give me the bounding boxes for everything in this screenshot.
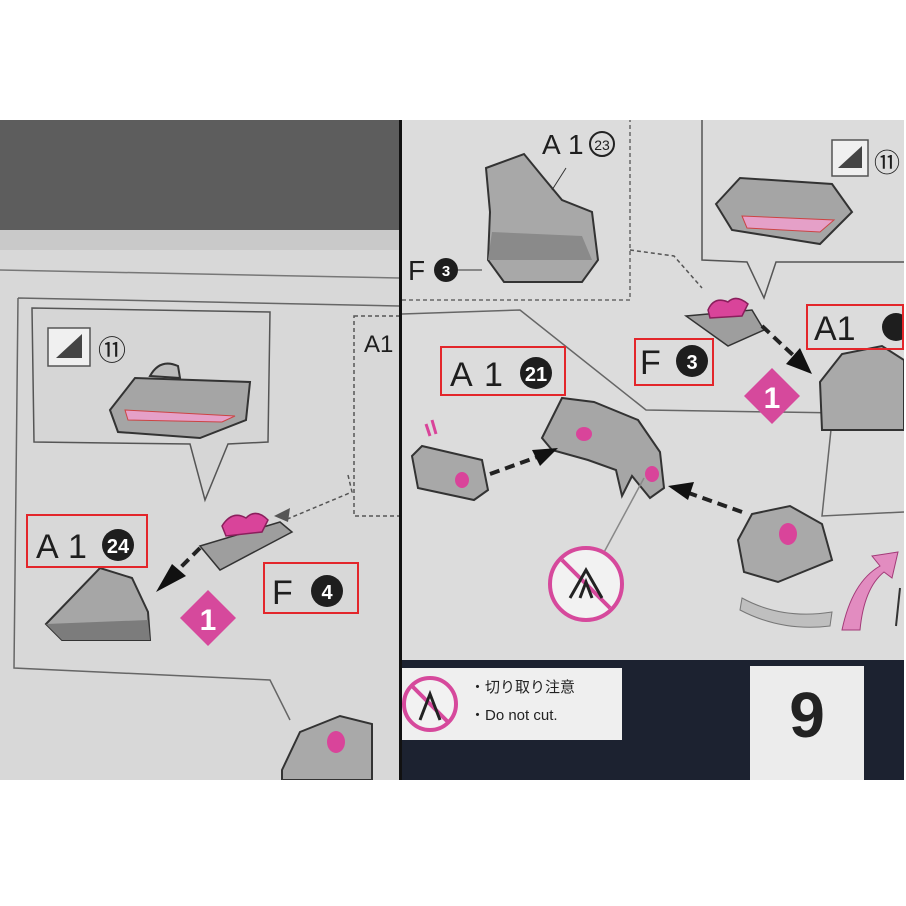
small-part-left — [410, 419, 490, 502]
svg-text:3: 3 — [442, 263, 450, 280]
callout-part-right: ⑪ — [714, 139, 900, 246]
warning-en: ・Do not cut. — [470, 707, 558, 724]
step-diamond-right: 1 — [744, 368, 800, 424]
label-f4: F 4 — [272, 574, 343, 612]
svg-text:F: F — [272, 574, 293, 612]
label-f3-small: F 3 — [408, 255, 458, 286]
right-instruction-panel: A 1 23 F 3 ⑪ 1 — [402, 120, 904, 780]
label-a1-21: A 1 21 — [450, 356, 552, 394]
svg-text:3: 3 — [686, 352, 697, 374]
warning-jp: ・切り取り注意 — [470, 679, 576, 696]
svg-text:24: 24 — [107, 536, 130, 558]
top-part-a1-23 — [454, 152, 600, 283]
label-a1-right: A1 — [814, 310, 856, 348]
svg-text:4: 4 — [321, 582, 333, 604]
pink-part-f4 — [198, 512, 294, 571]
gray-part-a1-24 — [44, 566, 152, 641]
svg-text:A: A — [36, 528, 59, 566]
svg-text:1: 1 — [200, 604, 217, 637]
pink-part-f3 — [683, 297, 766, 347]
bottom-part — [281, 714, 373, 780]
label-f3: F 3 — [640, 344, 708, 382]
highlight-a1-21 — [440, 346, 566, 396]
svg-text:23: 23 — [594, 137, 610, 153]
partial-a1-label: A1 — [364, 331, 393, 358]
right-panel-illustration: A 1 23 F 3 ⑪ 1 — [402, 120, 904, 780]
label-a1-24: A 1 24 — [36, 528, 134, 566]
step-diamond: 1 — [180, 590, 236, 646]
tool-icon — [47, 327, 91, 367]
svg-text:A: A — [450, 356, 473, 394]
left-panel-illustration: ⑪ 1 A 1 24 — [0, 120, 399, 780]
svg-text:1: 1 — [484, 356, 503, 394]
main-assembly-part — [540, 396, 666, 500]
do-not-cut-small-icon — [402, 676, 458, 732]
highlight-f4 — [263, 562, 359, 614]
highlight-f3 — [634, 338, 714, 386]
svg-text:21: 21 — [525, 364, 547, 386]
svg-text:A: A — [542, 129, 561, 160]
svg-text:F: F — [408, 255, 425, 286]
left-instruction-panel: ⑪ 1 A 1 24 — [0, 120, 399, 780]
svg-text:1: 1 — [764, 382, 781, 415]
callout-number-right: ⑪ — [874, 148, 900, 178]
part-in-callout — [108, 362, 252, 440]
part-bottom-right — [736, 504, 834, 628]
highlight-a1-24 — [26, 514, 148, 568]
svg-text:F: F — [640, 344, 661, 382]
svg-text:1: 1 — [68, 528, 87, 566]
panel-divider — [399, 120, 402, 780]
do-not-cut-icon — [548, 477, 645, 622]
callout-number: ⑪ — [98, 335, 126, 366]
label-a1-23: A 1 23 — [542, 129, 615, 160]
highlight-a1-right — [806, 304, 904, 350]
svg-text:1: 1 — [568, 129, 584, 160]
page-number: 9 — [789, 679, 825, 751]
